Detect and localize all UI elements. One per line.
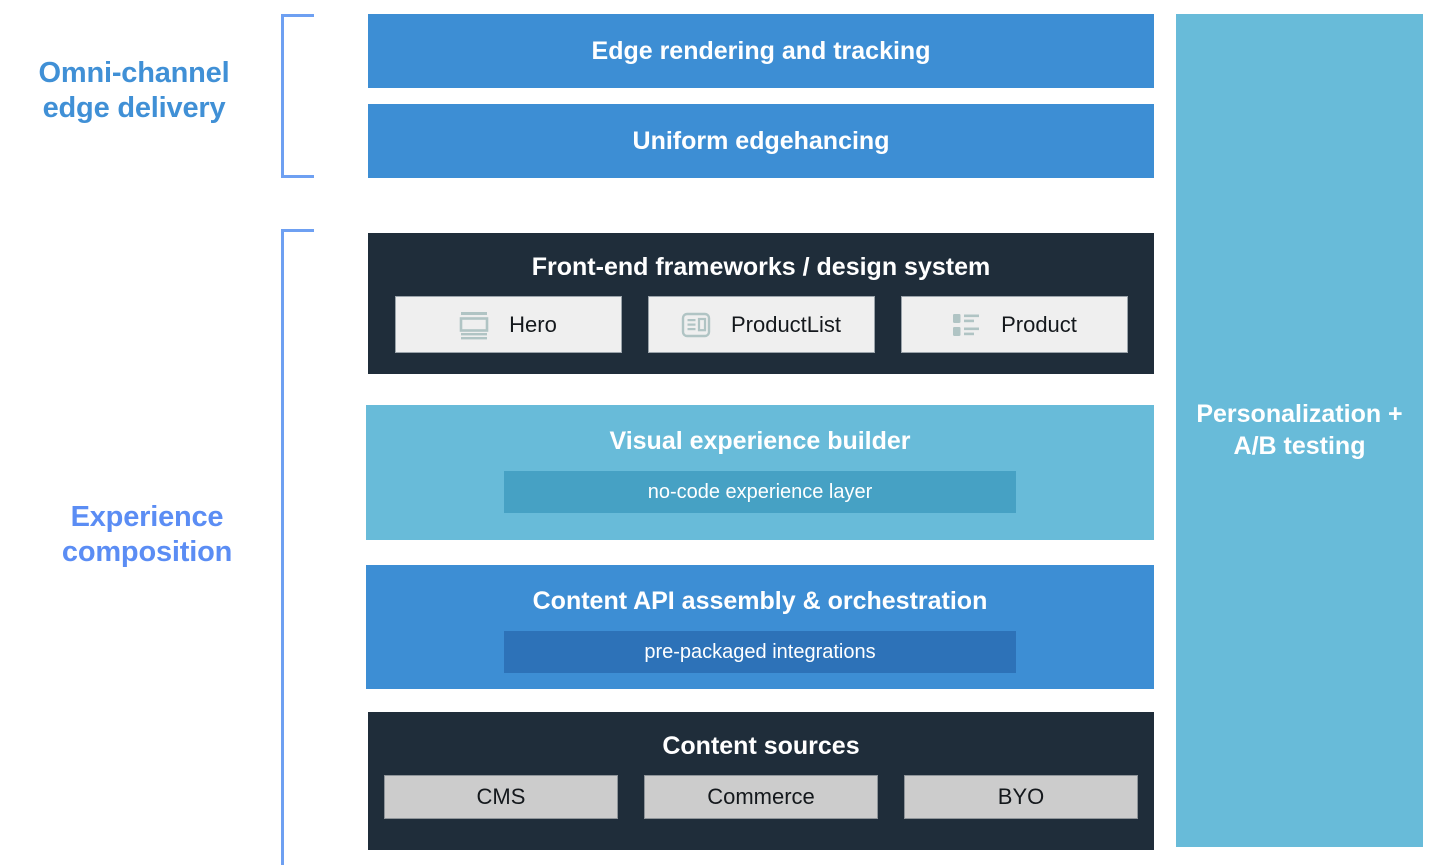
category-label-experience-composition: Experience composition [61, 501, 233, 569]
content-source-cms[interactable]: CMS [384, 775, 618, 819]
content-source-commerce[interactable]: Commerce [644, 775, 878, 819]
content-source-byo[interactable]: BYO [904, 775, 1138, 819]
bracket-experience-composition [281, 229, 314, 865]
no-code-experience-layer-strip: no-code experience layer [504, 471, 1016, 513]
product-list-icon [681, 312, 711, 337]
content-source-row: CMS Commerce BYO [368, 775, 1154, 819]
frameworks-panel-title: Front-end frameworks / design system [531, 253, 991, 281]
edge-bar-label: Edge rendering and tracking [591, 36, 931, 65]
visual-experience-builder-block[interactable]: Visual experience builder no-code experi… [366, 405, 1154, 540]
visual-experience-builder-title: Visual experience builder [609, 427, 911, 455]
personalization-ab-testing-panel[interactable]: Personalization + A/B testing [1176, 14, 1423, 847]
framework-chip-label: Hero [509, 311, 557, 337]
framework-chip-productlist[interactable]: ProductList [647, 296, 875, 353]
category-label-omni-channel-edge-delivery: Omni-channel edge delivery [38, 57, 230, 125]
personalization-panel-title: Personalization + A/B testing [1196, 400, 1403, 460]
uniform-edgehancing-bar[interactable]: Uniform edgehancing [368, 104, 1154, 178]
product-detail-icon [953, 313, 980, 336]
framework-chip-row: Hero ProductList Product [368, 296, 1154, 353]
content-api-assembly-title: Content API assembly & orchestration [532, 587, 988, 615]
front-end-frameworks-panel: Front-end frameworks / design system Her… [368, 233, 1154, 374]
content-sources-title: Content sources [662, 732, 860, 760]
edge-rendering-and-tracking-bar[interactable]: Edge rendering and tracking [368, 14, 1154, 88]
content-api-assembly-block[interactable]: Content API assembly & orchestration pre… [366, 565, 1154, 689]
pre-packaged-integrations-strip: pre-packaged integrations [504, 631, 1016, 673]
framework-chip-product[interactable]: Product [900, 296, 1128, 353]
edge-bar-label: Uniform edgehancing [632, 126, 890, 155]
bracket-omni-channel [281, 14, 314, 178]
hero-layout-icon [459, 311, 489, 339]
framework-chip-hero[interactable]: Hero [394, 296, 622, 353]
content-sources-panel: Content sources CMS Commerce BYO [368, 712, 1154, 850]
framework-chip-label: Product [1001, 311, 1077, 337]
framework-chip-label: ProductList [730, 311, 842, 337]
